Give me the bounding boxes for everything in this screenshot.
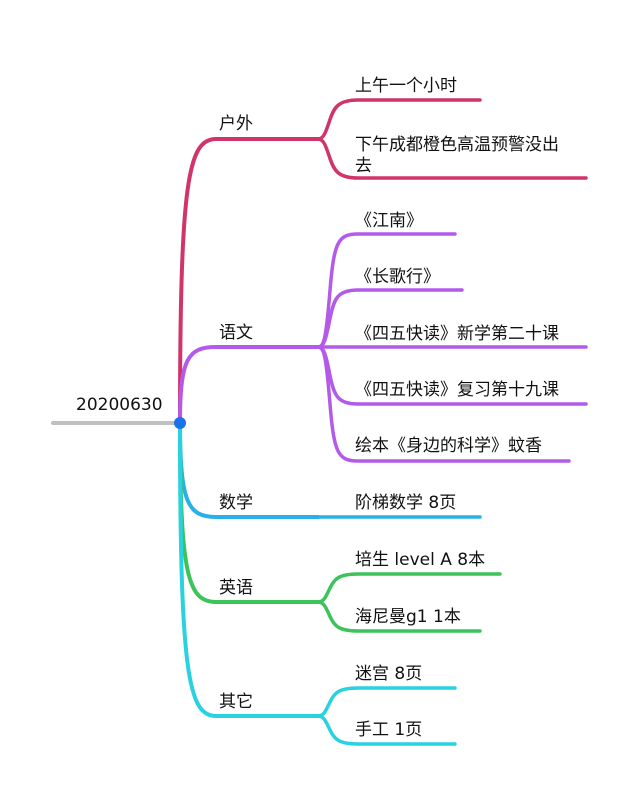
leaf-label-2-0[interactable]: 阶梯数学 8页 <box>355 493 456 513</box>
leaf-line-4-0 <box>316 686 457 718</box>
leaf-line-4-1 <box>316 714 457 746</box>
leaf-line-1-1 <box>316 288 464 349</box>
root-label: 20200630 <box>76 395 163 415</box>
leaf-label-1-0[interactable]: 《江南》 <box>355 211 423 231</box>
leaf-line-3-0 <box>316 572 502 604</box>
leaf-label-0-1[interactable]: 去 <box>355 156 372 176</box>
connector-lines <box>178 98 588 746</box>
leaf-label-4-0[interactable]: 迷宫 8页 <box>355 664 422 684</box>
leaf-line-0-0 <box>316 98 482 141</box>
leaf-label-0-0[interactable]: 上午一个小时 <box>355 76 457 96</box>
leaf-label-3-1[interactable]: 海尼曼g1 1本 <box>355 607 461 627</box>
leaf-label-1-4[interactable]: 绘本《身边的科学》蚊香 <box>355 436 542 456</box>
leaf-line-1-4 <box>316 345 571 463</box>
branch-line-4 <box>178 421 320 718</box>
leaf-label-0-1[interactable]: 下午成都橙色高温预警没出 <box>355 135 559 155</box>
root-node[interactable] <box>174 417 186 429</box>
leaf-label-3-0[interactable]: 培生 level A 8本 <box>355 550 485 570</box>
leaf-label-4-1[interactable]: 手工 1页 <box>355 720 422 740</box>
branch-line-1 <box>178 345 320 425</box>
leaf-label-1-1[interactable]: 《长歌行》 <box>355 267 440 287</box>
branch-label-1[interactable]: 语文 <box>219 323 253 343</box>
leaf-line-0-1 <box>316 137 588 180</box>
leaf-label-1-3[interactable]: 《四五快读》复习第十九课 <box>355 380 559 400</box>
leaf-label-1-2[interactable]: 《四五快读》新学第二十课 <box>355 324 559 344</box>
leaf-line-3-1 <box>316 600 482 633</box>
branch-label-0[interactable]: 户外 <box>219 114 253 134</box>
branch-label-3[interactable]: 英语 <box>219 578 253 598</box>
branch-label-2[interactable]: 数学 <box>219 493 253 513</box>
branch-label-4[interactable]: 其它 <box>219 692 253 712</box>
branch-line-0 <box>178 137 320 425</box>
